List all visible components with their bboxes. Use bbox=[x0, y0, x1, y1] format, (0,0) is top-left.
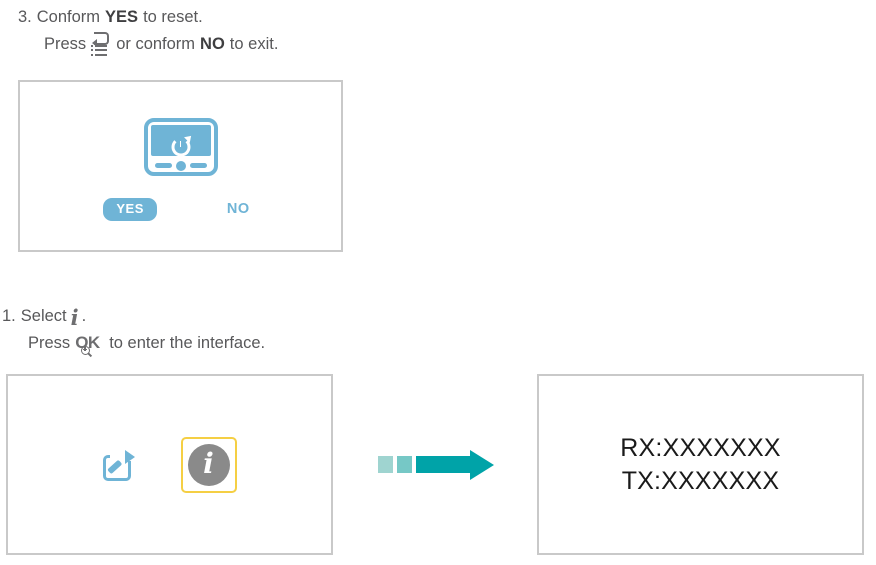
yes-button[interactable]: YES bbox=[103, 198, 157, 221]
instruction-line-2: Press OK to enter the interface. bbox=[2, 330, 265, 357]
rx-tx-info-screen: RX:XXXXXXX TX:XXXXXXX bbox=[537, 374, 864, 555]
ok-zoom-icon: OK bbox=[75, 331, 105, 357]
instruction-block-reset: 3. Conform YES to reset. Press or confor… bbox=[18, 4, 278, 58]
instruction-line-1: 3. Conform YES to reset. bbox=[18, 4, 278, 31]
instruction-text-or-conform: or conform bbox=[116, 34, 196, 53]
instruction-text-press: Press bbox=[44, 34, 87, 53]
arrow-bar bbox=[416, 456, 474, 473]
camera-reset-icon bbox=[143, 118, 218, 176]
arrow-segment-medium bbox=[397, 456, 412, 473]
arrow-head bbox=[470, 450, 494, 480]
info-italic-icon: i bbox=[70, 305, 79, 330]
return-menu-icon bbox=[90, 32, 112, 57]
step-number: 3. bbox=[18, 7, 32, 26]
instruction-line-1: 1. Select i . bbox=[2, 303, 265, 330]
instruction-block-select: 1. Select i . Press OK to enter the inte… bbox=[2, 303, 265, 357]
instruction-text: Conform bbox=[36, 7, 101, 26]
rx-tx-readout: RX:XXXXXXX TX:XXXXXXX bbox=[539, 432, 862, 498]
instruction-period: . bbox=[81, 306, 87, 325]
instruction-text-to-exit: to exit. bbox=[229, 34, 279, 53]
share-export-icon[interactable] bbox=[102, 448, 135, 481]
transition-arrow bbox=[378, 450, 496, 480]
info-menu-item-selected[interactable]: i bbox=[180, 436, 237, 493]
rx-value-line: RX:XXXXXXX bbox=[620, 433, 781, 462]
menu-icon-screen: i bbox=[6, 374, 333, 555]
instruction-line-2: Press or conform NO to exit. bbox=[18, 31, 278, 58]
instruction-text-select: Select bbox=[20, 306, 67, 325]
instruction-keyword-no: NO bbox=[200, 34, 225, 53]
arrow-segment-light bbox=[378, 456, 393, 473]
info-circle-icon: i bbox=[187, 443, 230, 486]
menu-icon-row: i bbox=[8, 436, 331, 493]
reset-confirmation-screen: YES NO bbox=[18, 80, 343, 252]
tx-value-line: TX:XXXXXXX bbox=[621, 466, 780, 495]
instruction-keyword-yes: YES bbox=[105, 7, 139, 26]
instruction-text-press: Press bbox=[28, 333, 71, 352]
confirm-button-row: YES NO bbox=[20, 198, 341, 221]
no-button[interactable]: NO bbox=[226, 201, 250, 217]
instruction-text-tail: to reset. bbox=[143, 7, 203, 26]
instruction-text-enter-interface: to enter the interface. bbox=[109, 333, 266, 352]
step-number: 1. bbox=[2, 306, 16, 325]
